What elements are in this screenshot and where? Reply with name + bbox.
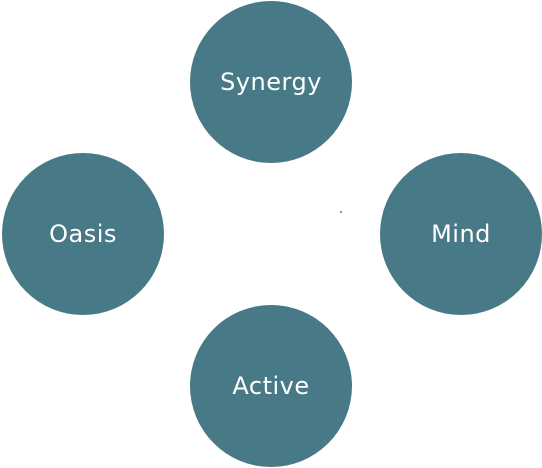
active-label: Active [232,372,310,400]
mind-label: Mind [431,220,491,248]
synergy-node: Synergy [190,1,352,163]
active-node: Active [190,305,352,467]
oasis-label: Oasis [49,220,117,248]
oasis-node: Oasis [2,153,164,315]
synergy-label: Synergy [220,68,322,96]
mind-node: Mind [380,153,542,315]
center-dot [340,211,342,213]
